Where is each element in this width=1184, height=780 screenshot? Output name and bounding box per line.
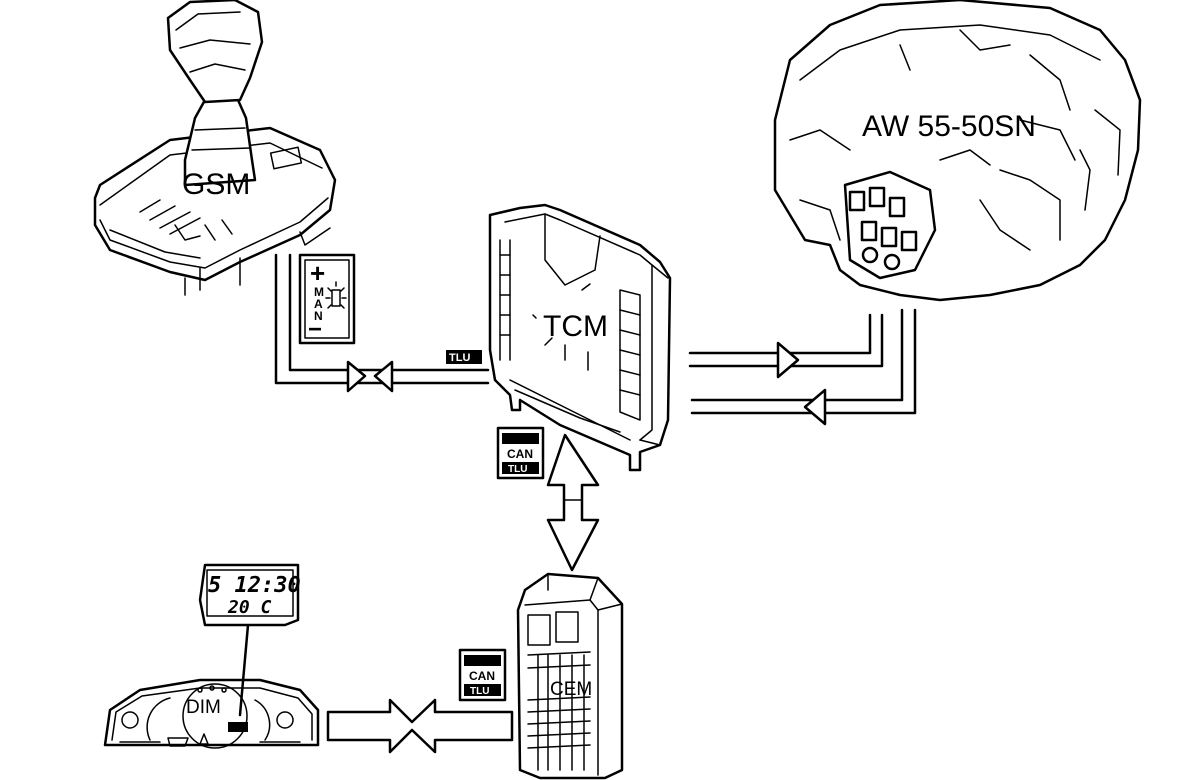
man-letter-n: N (314, 309, 323, 323)
minus-sign: − (308, 316, 322, 343)
display-gear-clock: 5 12:30 (208, 573, 301, 598)
can-tlu-tag-tcm: CAN TLU (496, 426, 545, 480)
gsm-gear-selector: GSM (93, 0, 337, 296)
gsm-label: GSM (182, 168, 250, 201)
tlu-tag-text: TLU (449, 352, 470, 364)
can-text: CAN (469, 669, 495, 683)
tlu-tag-gsm: TLU (446, 350, 482, 364)
dim-label: DIM (186, 697, 221, 718)
display-temperature: 20 C (227, 597, 272, 618)
plus-sign: + (310, 258, 325, 288)
dim-instrument-cluster: DIM (103, 678, 320, 749)
tcm-cem-link (546, 433, 600, 572)
transmission-label: AW 55-50SN (862, 110, 1036, 143)
transmission-unit: AW 55-50SN (773, 0, 1142, 302)
tcm-label: TCM (543, 310, 608, 343)
gsm-tcm-link (274, 253, 490, 393)
tlu-text: TLU (470, 686, 489, 697)
can-text: CAN (507, 447, 533, 461)
light-icon (325, 281, 347, 309)
tlu-text: TLU (508, 464, 527, 475)
man-letter-m: M (314, 285, 324, 299)
dim-display-callout: 5 12:30 20 C (198, 563, 301, 717)
cem-dim-link (326, 698, 514, 754)
man-indicator-panel: + M A N − (298, 253, 356, 345)
tcm-module: TCM (488, 203, 672, 472)
cem-label: CEM (550, 679, 592, 700)
cem-module: CEM (516, 572, 624, 780)
man-letter-a: A (314, 297, 323, 311)
can-tlu-tag-cem: CAN TLU (458, 648, 507, 702)
transmission-tcm-feedback-link (690, 308, 917, 426)
tcm-transmission-output-link (688, 313, 884, 379)
